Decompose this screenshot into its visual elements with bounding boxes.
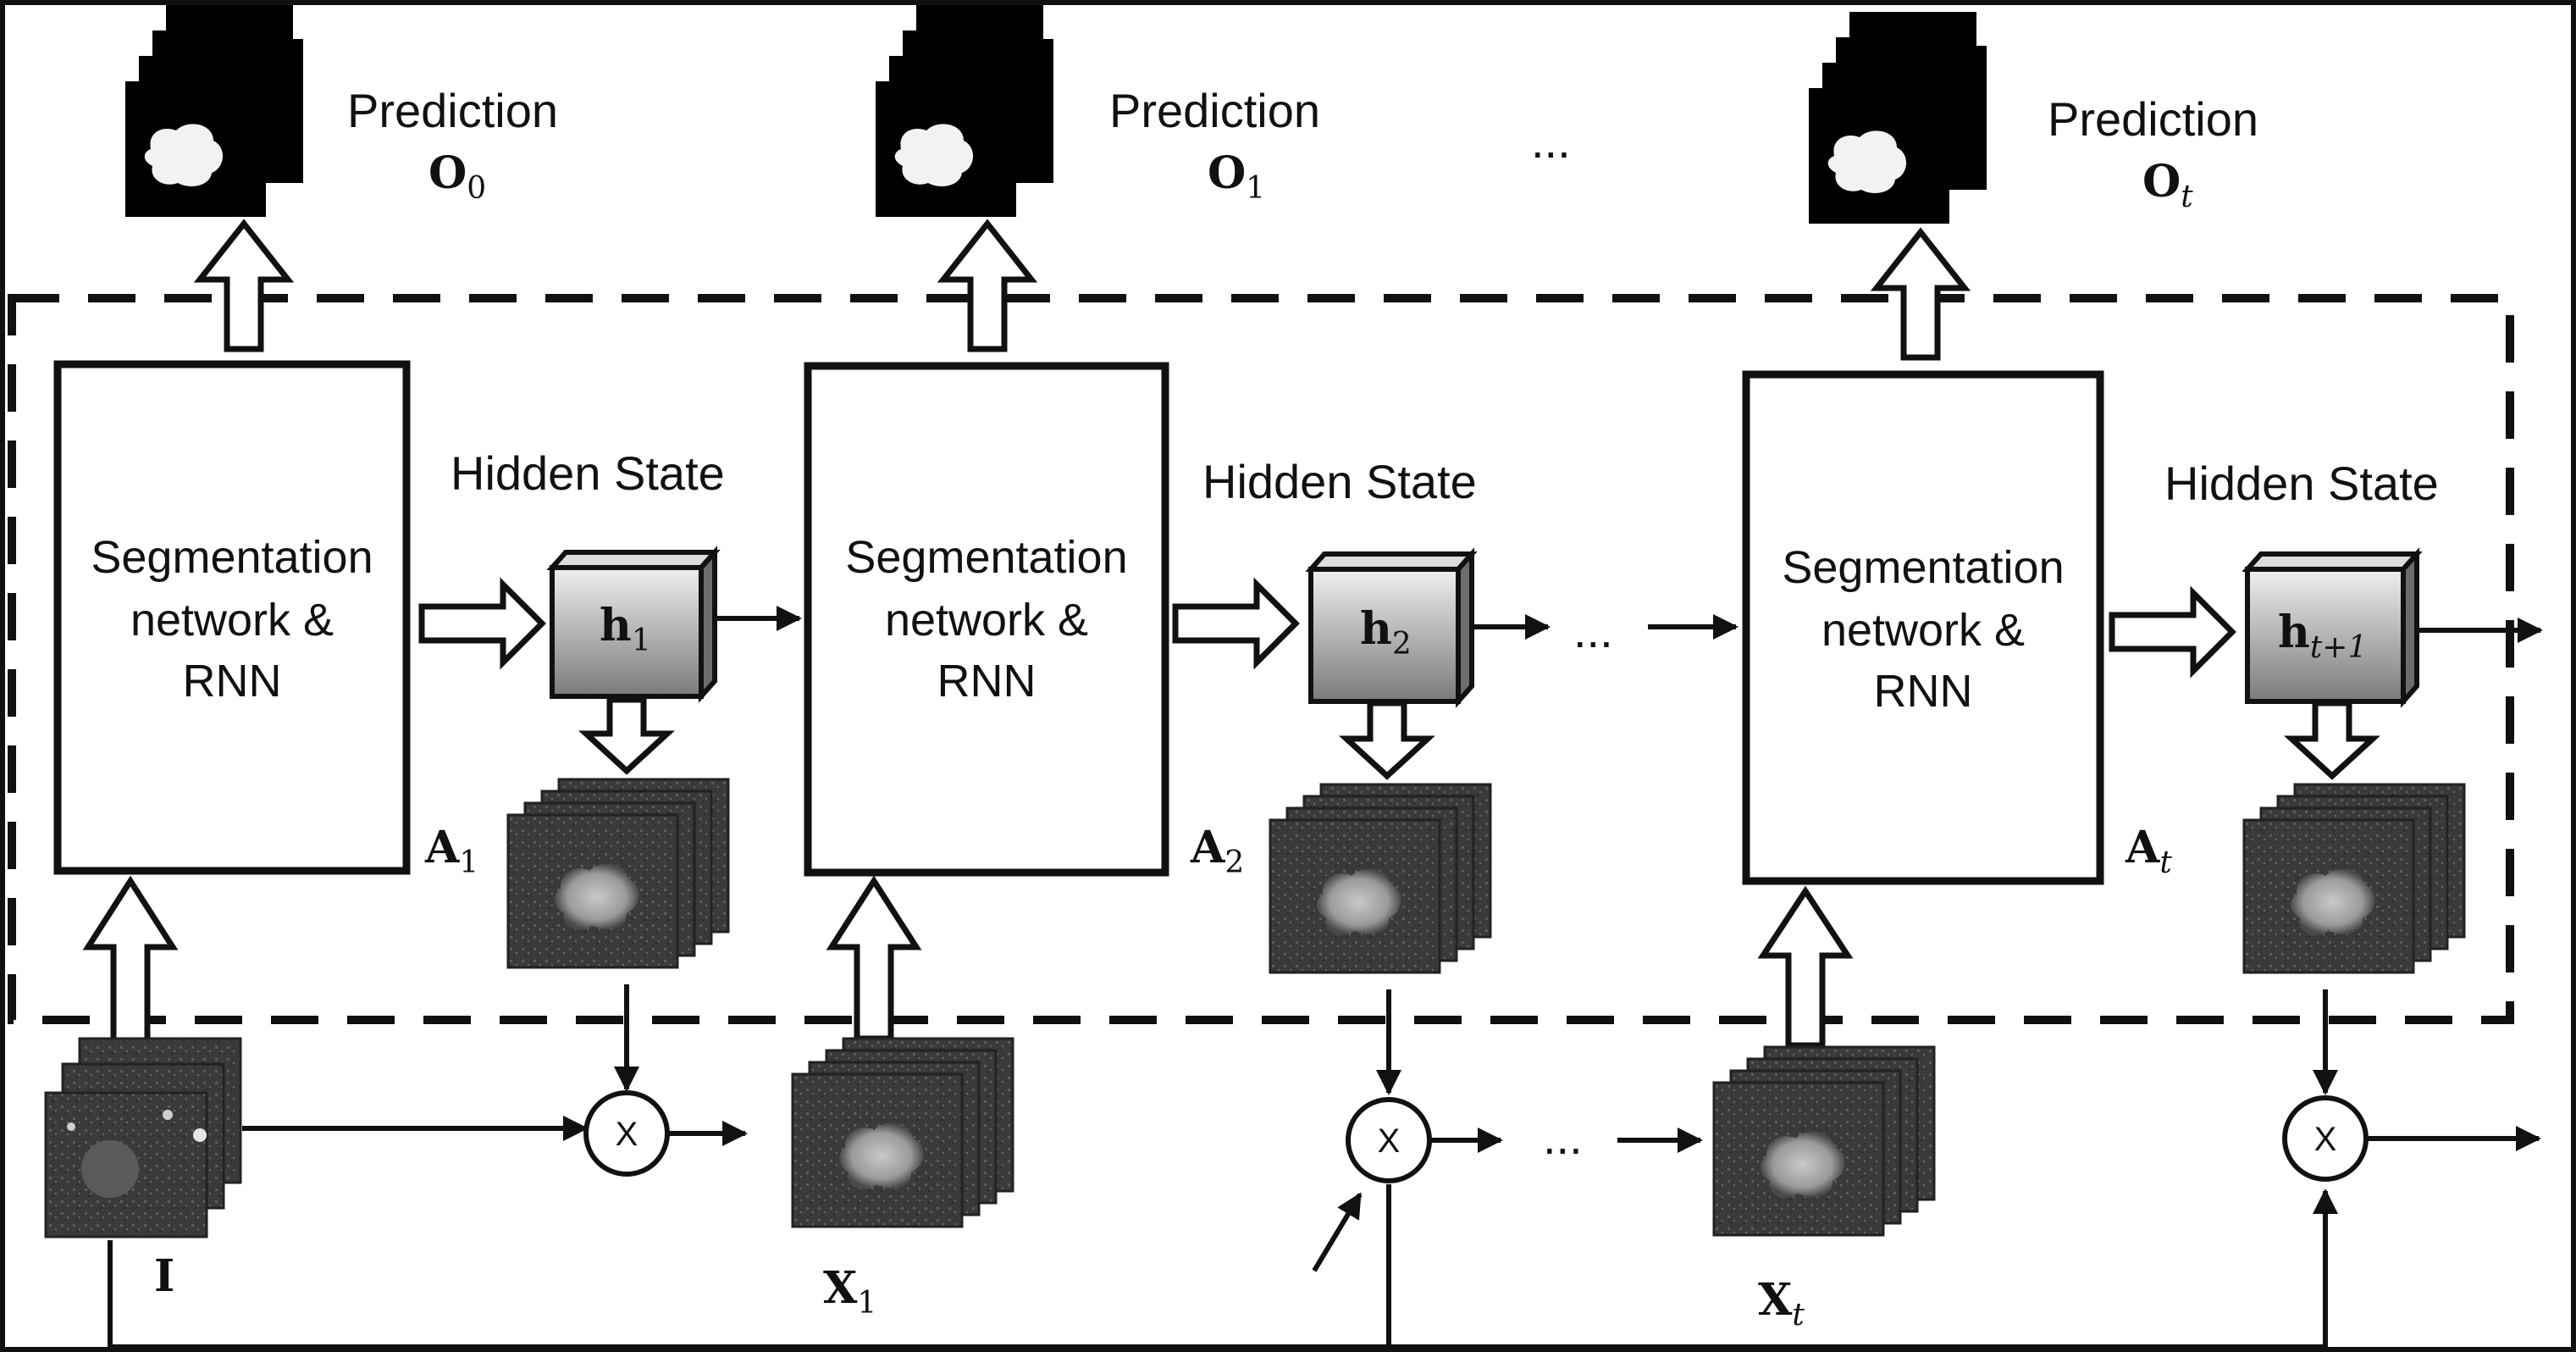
input-x1-arrow [826, 875, 922, 1042]
prediction-0-symbol: O0 [428, 147, 486, 206]
multiply-node-1-symbol: X [616, 1116, 638, 1153]
input-xt-label: Xt [1758, 1274, 1805, 1333]
attention-map-a2-stack [1269, 783, 1492, 974]
seg-block-2: Segmentation network & RNN A2 [804, 362, 1244, 880]
hidden-state-2-title: Hidden State [1202, 455, 1477, 508]
prediction-t-mask-stack [1809, 12, 1987, 224]
attention-arrows [578, 696, 2380, 780]
attention-at-label: At [2125, 822, 2172, 880]
seg-block-t-line3: RNN [1874, 666, 1973, 717]
output-arrow-0 [193, 219, 295, 352]
multiply-node-1: X [583, 1090, 670, 1177]
hidden-input-arrows [418, 577, 2236, 679]
input-ellipsis: ... [1543, 1111, 1583, 1164]
seg-block-2-line1: Segmentation [845, 532, 1127, 583]
output-arrow-t [1870, 227, 1971, 361]
hidden-state-1-title: Hidden State [451, 446, 725, 500]
block1-to-h1-arrow [418, 577, 546, 670]
prediction-1: Prediction O1 [876, 5, 1320, 217]
seg-block-1-line3: RNN [183, 656, 282, 706]
prediction-1-mask-stack [876, 5, 1053, 217]
input-xt-arrow [1757, 885, 1854, 1049]
output-arrow-1 [937, 219, 1038, 352]
prediction-t-symbol: Ot [2142, 156, 2193, 214]
seg-block-t-line1: Segmentation [1782, 542, 2064, 593]
attention-map-at-stack [2242, 783, 2466, 974]
bottom-flow-lines [108, 984, 2541, 1349]
prediction-t: Prediction Ot [1809, 12, 2258, 224]
seg-block-1-line1: Segmentation [91, 532, 373, 583]
hidden-state-t1-symbol: ht+1 [2278, 607, 2367, 665]
prediction-0: Prediction O0 [125, 5, 558, 217]
prediction-t-title: Prediction [2048, 92, 2258, 146]
hidden-ellipsis: ... [1573, 604, 1613, 657]
diagonal-input-arrow [1312, 1192, 1363, 1272]
block2-to-h2-arrow [1172, 577, 1300, 670]
output-arrows [193, 219, 1971, 361]
input-x1-label: X1 [823, 1262, 876, 1321]
recurrent-arrows [716, 606, 2543, 643]
input-i-label: I [154, 1250, 174, 1302]
prediction-ellipsis: ... [1531, 114, 1571, 168]
hidden-state-t1: Hidden State ht+1 [2164, 457, 2439, 708]
prediction-1-title: Prediction [1109, 84, 1320, 137]
recurrent-region-dashed-box [8, 294, 2514, 1024]
hidden-state-1: Hidden State h1 [451, 446, 725, 703]
seg-block-t-line2: network & [1821, 605, 2025, 656]
prediction-0-mask-stack [125, 5, 303, 217]
input-image-x1: X1 [791, 1037, 1014, 1321]
multiply-node-2: X [1346, 1097, 1432, 1183]
multiply-node-3: X [2282, 1095, 2369, 1182]
attention-map-a1-stack [506, 778, 730, 969]
input-i-arrow [82, 875, 179, 1044]
attention-a1-label: A1 [424, 822, 478, 880]
hidden-state-t1-title: Hidden State [2164, 457, 2439, 510]
attention-a2-label: A2 [1190, 822, 1244, 880]
seg-block-t: Segmentation network & RNN At [1742, 370, 2172, 885]
seg-block-2-line2: network & [885, 595, 1088, 646]
seg-block-1-line2: network & [130, 595, 334, 646]
image-feedback-line [108, 1189, 2338, 1349]
hidden-state-1-symbol: h1 [600, 600, 651, 658]
hidden-state-2-symbol: h2 [1360, 603, 1412, 662]
blockt-to-ht-arrow [2109, 585, 2236, 679]
prediction-0-title: Prediction [347, 84, 558, 137]
seg-block-1: Segmentation network & RNN A1 [53, 360, 478, 880]
input-image-i: I [44, 1037, 242, 1302]
seg-block-2-line3: RNN [937, 656, 1036, 706]
multiply-node-3-symbol: X [2314, 1121, 2337, 1158]
input-arrows [82, 875, 1854, 1049]
multiply-node-2-symbol: X [1378, 1122, 1401, 1160]
ht-to-at-arrow [2284, 700, 2380, 780]
hidden-state-2: Hidden State h2 [1202, 455, 1478, 708]
h1-to-a1-arrow [578, 696, 675, 775]
h2-to-a2-arrow [1339, 700, 1435, 780]
input-image-xt: Xt [1712, 1045, 1936, 1333]
prediction-1-symbol: O1 [1208, 147, 1265, 206]
